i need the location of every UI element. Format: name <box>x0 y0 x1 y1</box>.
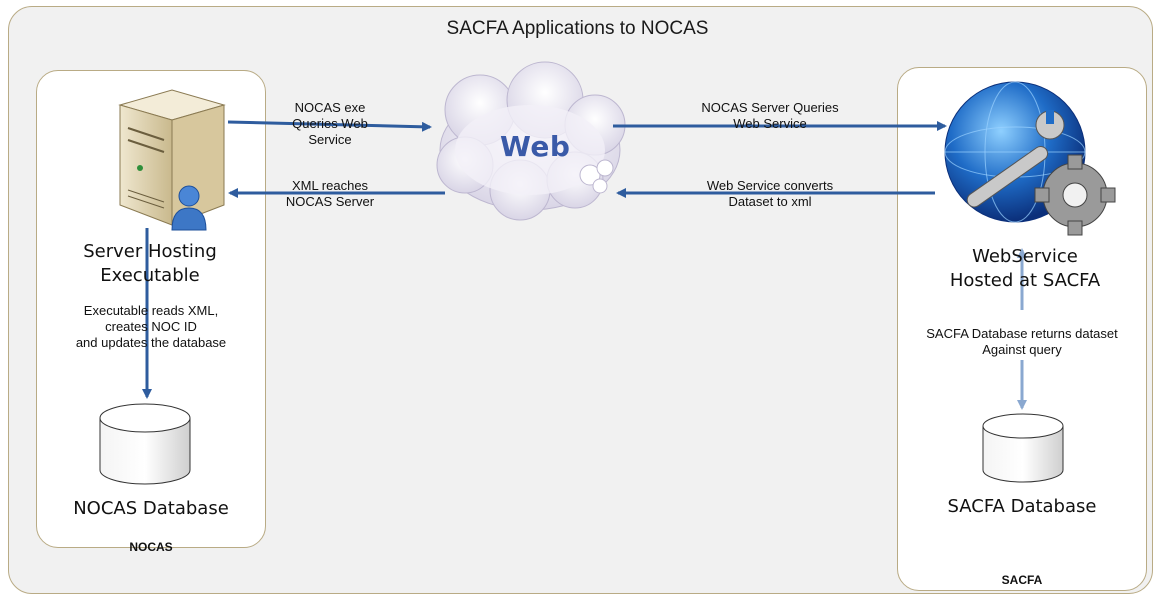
server-label: Server Hosting Executable <box>83 241 217 286</box>
sacfa-returns-note: SACFA Database returns dataset Against q… <box>926 326 1118 357</box>
diagram-title: SACFA Applications to NOCAS <box>446 18 709 39</box>
wrench-icon <box>966 110 1065 208</box>
nocas-database-label: NOCAS Database <box>73 498 229 519</box>
server-icon <box>118 89 226 226</box>
nocas-caption: NOCAS <box>129 540 173 554</box>
database-icon <box>99 403 191 485</box>
label-server-queries: NOCAS Server Queries Web Service <box>701 100 839 131</box>
sacfa-caption: SACFA <box>1001 573 1043 587</box>
cloud-icon <box>436 61 626 221</box>
database-icon <box>982 413 1064 483</box>
label-xml-reaches: XML reaches NOCAS Server <box>285 178 375 209</box>
gear-icon <box>1034 154 1116 236</box>
user-icon <box>171 185 207 231</box>
label-exe-queries: NOCAS exe Queries Web Service <box>292 100 368 147</box>
executable-note: Executable reads XML, creates NOC ID and… <box>75 303 227 350</box>
webservice-label: WebService Hosted at SACFA <box>949 246 1101 291</box>
sacfa-database-label: SACFA Database <box>947 496 1097 517</box>
arrow-exe-to-web <box>227 120 432 132</box>
label-service-converts: Web Service converts Dataset to xml <box>706 178 834 209</box>
cloud-label: Web <box>500 130 571 163</box>
